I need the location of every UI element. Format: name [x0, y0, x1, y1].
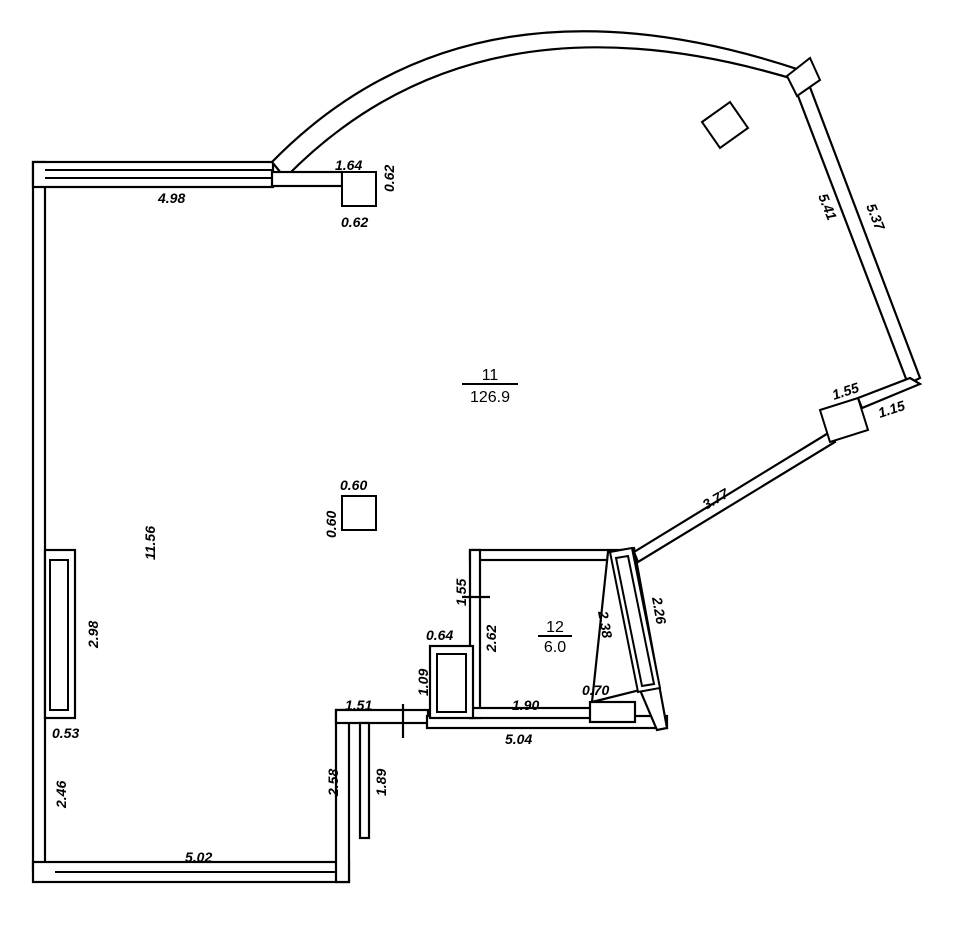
dim-inner-notch-wall: 2.58	[325, 769, 341, 797]
right-slanted-wall	[793, 80, 922, 386]
dim-notch-outer-wall: 1.89	[373, 769, 389, 796]
top-left-wall	[31, 160, 275, 189]
column-rotated	[700, 100, 750, 150]
dim-bottom-middle-wall: 5.04	[505, 731, 532, 747]
dimension-labels: 4.98 1.64 0.62 0.62 5.41 5.37 1.55 1.15 …	[52, 157, 907, 865]
column-top-wall	[270, 170, 344, 188]
left-wall	[31, 160, 47, 872]
dim-left-window-depth: 0.53	[52, 725, 79, 741]
column-top	[341, 171, 377, 207]
dim-column-top-side: 0.62	[381, 165, 397, 192]
closet-inner	[436, 653, 467, 713]
dim-small-box-height: 1.09	[415, 669, 431, 696]
dim-left-wall-height: 11.56	[142, 526, 158, 560]
dim-room12-right: 2.38	[595, 609, 616, 640]
dim-left-window-height: 2.98	[85, 621, 101, 649]
top-arc-wall	[270, 30, 805, 180]
walls	[31, 30, 923, 884]
dim-right-arc-outer: 5.37	[863, 201, 888, 233]
dim-room12-corner: 0.70	[582, 682, 609, 698]
dim-top-left-wall: 4.98	[157, 190, 185, 206]
notch-stub-wall	[358, 721, 371, 840]
arc-end-cap	[785, 56, 822, 98]
room-12-area: 6.0	[544, 639, 566, 656]
room12-corner-block	[588, 700, 637, 724]
dim-notch-top: 1.51	[345, 697, 372, 713]
right-short-wall	[856, 376, 923, 410]
room-11-number: 11	[482, 367, 499, 384]
column-center	[341, 495, 377, 531]
dim-center-column-top: 0.60	[340, 477, 367, 493]
dim-column-top-width: 1.64	[335, 157, 362, 173]
room-11-area: 126.9	[470, 389, 510, 406]
right-pillar	[818, 396, 870, 444]
dim-room12-top: 1.55	[453, 579, 469, 606]
dim-column-top-bottom: 0.62	[341, 214, 368, 230]
dim-small-box-width: 0.64	[426, 627, 453, 643]
room-12-number: 12	[546, 619, 564, 636]
shaft-inner	[614, 554, 656, 688]
dim-lower-left-wall: 2.46	[53, 781, 69, 809]
dim-bottom-wall: 5.02	[185, 849, 212, 865]
columns	[341, 100, 750, 531]
diagonal-wall	[632, 430, 837, 564]
dim-room12-bottom: 1.90	[512, 697, 539, 713]
left-window-inner	[49, 559, 69, 711]
dim-room12-outer-right: 2.26	[649, 595, 670, 626]
room-labels: 11 126.9 12 6.0	[462, 367, 572, 656]
dim-room12-left: 2.62	[483, 625, 499, 653]
dim-center-column-side: 0.60	[323, 511, 339, 538]
